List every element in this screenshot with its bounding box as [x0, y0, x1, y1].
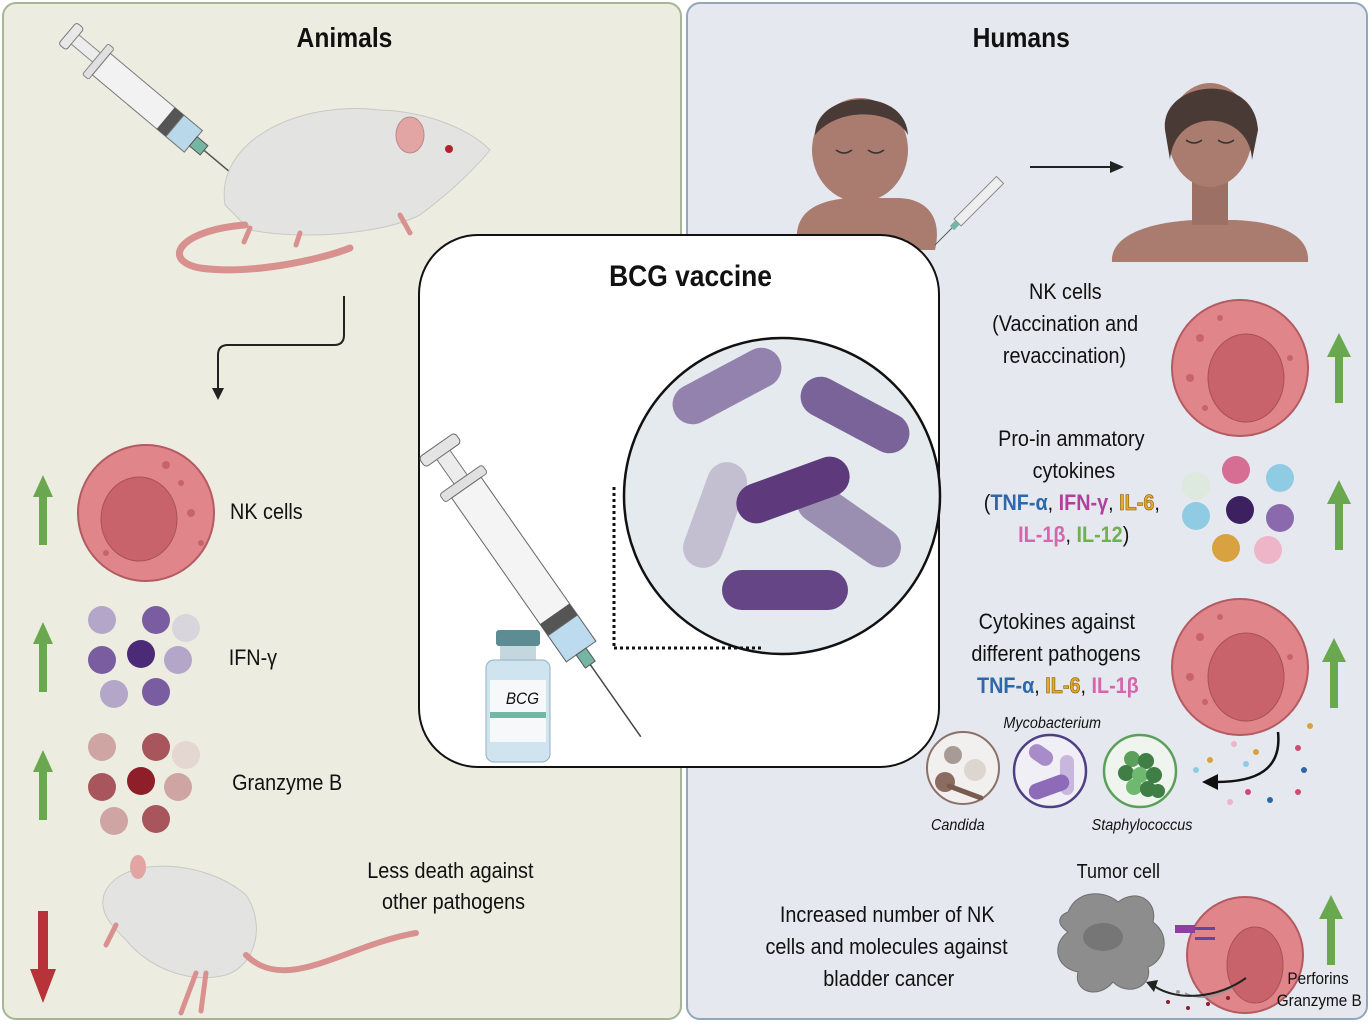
proinflammatory-cytokine-list-line3: (TNF-α, IFN-γ, IL-6,: [983, 490, 1160, 516]
adult-icon: [1111, 83, 1309, 262]
baby-to-adult-illustration: [796, 83, 1309, 262]
il6-label: IL-6: [1119, 490, 1155, 516]
il1b-label: IL-1β: [1018, 522, 1066, 547]
up-arrow-icon: [33, 622, 53, 692]
baby-icon: [796, 98, 937, 250]
up-arrow-icon: [1319, 895, 1343, 965]
tumor-cell-label: Tumor cell: [1076, 861, 1160, 883]
cytokine-molecules-icon: [1182, 456, 1294, 564]
tnf-alpha-label: TNF-α: [990, 490, 1048, 515]
nk-tumor-synapse-icon: [1175, 896, 1304, 1014]
perforins-label: Perforins: [1287, 969, 1349, 988]
granule-release-arrow-icon: [1146, 977, 1247, 1010]
nk-cell-icon: [77, 444, 215, 582]
il6-label: IL-6: [1045, 673, 1081, 699]
il1b-label: IL-1β: [1091, 673, 1139, 698]
mycobacterium-icon: [1012, 733, 1088, 809]
bcg-vial-label: BCG: [505, 689, 540, 708]
up-arrow-icon: [1322, 638, 1346, 708]
tumor-cell-icon: [1057, 893, 1165, 993]
up-arrow-icon: [33, 750, 53, 820]
up-arrow-icon: [1327, 480, 1351, 550]
down-arrow-icon: [30, 911, 56, 1003]
candida-icon: [926, 731, 1000, 805]
bcg-vaccine-title: BCG vaccine: [609, 260, 772, 293]
humans-nk-line1: NK cells: [1029, 279, 1102, 304]
candida-label: Candida: [930, 817, 985, 834]
bcg-vaccine-box: BCG vaccine: [418, 234, 940, 768]
pathogens-line2: different pathogens: [971, 641, 1141, 666]
mycobacterium-label: Mycobacterium: [1003, 715, 1102, 732]
ifn-gamma-molecules-icon: [88, 606, 200, 708]
humans-nk-line2: (Vaccination and: [992, 311, 1139, 336]
granzyme-molecules-icon: [88, 733, 200, 835]
humans-title: Humans: [972, 22, 1070, 53]
cancer-line2: cells and molecules against: [765, 934, 1008, 959]
pathogens-cytokine-list: TNF-α, IL-6, IL-1β: [976, 673, 1139, 699]
nk-cell-icon: [1171, 299, 1309, 437]
proinflammatory-line2: cytokines: [1032, 458, 1116, 483]
staphylococcus-label: Staphylococcus: [1091, 817, 1193, 834]
nk-cell-icon: [1171, 598, 1309, 736]
cytokine-release-arrow-icon: [1193, 723, 1313, 805]
animals-granzyme-label: Granzyme B: [232, 770, 343, 795]
cancer-line1: Increased number of NK: [779, 902, 995, 927]
proinflammatory-line1: Pro-in ammatory: [998, 426, 1145, 451]
animals-nk-label: NK cells: [230, 499, 303, 524]
less-death-label-line2: other pathogens: [381, 889, 526, 914]
pathogens-line1: Cytokines against: [978, 609, 1135, 634]
cancer-line3: bladder cancer: [823, 966, 955, 991]
animals-ifn-label: IFN-γ: [228, 645, 278, 670]
small-syringe-icon: [934, 175, 1005, 246]
less-death-label-line1: Less death against: [367, 858, 534, 883]
up-arrow-icon: [1327, 333, 1351, 403]
arrow-right-icon: [1030, 161, 1124, 173]
proinflammatory-cytokine-list-line4: IL-1β, IL-12): [1018, 522, 1130, 547]
tnf-alpha-label: TNF-α: [976, 673, 1035, 698]
animals-title: Animals: [296, 22, 393, 53]
il12-label: IL-12: [1076, 522, 1123, 547]
humans-nk-line3: revaccination): [1002, 343, 1127, 368]
up-arrow-icon: [33, 475, 53, 545]
fallen-mouse-icon: [102, 855, 419, 1016]
granzyme-b-label: Granzyme B: [1276, 991, 1362, 1010]
staphylococcus-icon: [1102, 733, 1178, 809]
ifn-gamma-label: IFN-γ: [1058, 490, 1109, 515]
